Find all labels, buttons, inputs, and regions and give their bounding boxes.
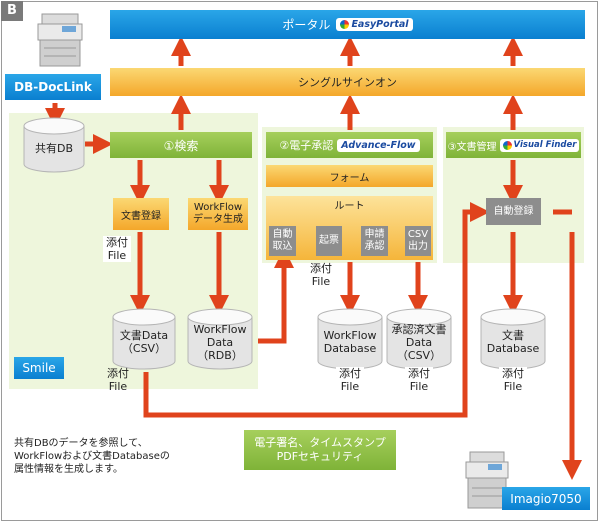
- auto-register-box: 自動登録: [486, 198, 541, 225]
- route-step-approve: 申請 承認: [361, 226, 388, 256]
- attach-file-label: 添付 File: [336, 367, 364, 393]
- attach-file-label: 添付 File: [310, 262, 332, 288]
- logo-icon: [340, 20, 350, 29]
- attach-file-label: 添付 File: [405, 367, 433, 393]
- doc-register-box: 文書登録: [113, 198, 169, 230]
- printer-icon: [465, 451, 509, 509]
- attach-file-label: 添付 File: [107, 367, 129, 393]
- advance-flow-logo: Advance-Flow: [337, 138, 420, 152]
- shared-db-label: 共有DB: [34, 141, 74, 155]
- smile-label: Smile: [14, 357, 64, 379]
- imagio-label: Imagio7050: [502, 487, 590, 510]
- docmgmt-bar: ③文書管理 Visual Finder: [446, 132, 581, 158]
- workflow-database: WorkFlow Database: [323, 329, 377, 355]
- easyportal-logo: EasyPortal: [336, 18, 413, 31]
- approval-bar: ②電子承認 Advance-Flow: [266, 132, 433, 158]
- approval-label: ②電子承認: [279, 139, 334, 152]
- form-bar: フォーム: [266, 165, 433, 187]
- approved-doc-csv-db: 承認済文書 Data（CSV）: [391, 322, 447, 362]
- db-doclink-box: DB-DocLink: [5, 74, 101, 100]
- attach-file-label: 添付 File: [103, 236, 131, 262]
- portal-logo-text: EasyPortal: [351, 19, 409, 30]
- approval-logo-text: Advance-Flow: [341, 139, 416, 151]
- docmgmt-logo-text: Visual Finder: [513, 139, 577, 150]
- route-step-csv-output: CSV 出力: [405, 226, 431, 256]
- route-label: ルート: [334, 201, 365, 212]
- security-box: 電子署名、タイムスタンプ PDFセキュリティ: [244, 430, 396, 470]
- printer-icon: [37, 13, 83, 67]
- workflow-gen-box: WorkFlow データ生成: [188, 198, 248, 230]
- doc-data-csv-db: 文書Data （CSV）: [119, 329, 169, 355]
- logo-icon: [502, 140, 512, 150]
- route-step-draft: 起票: [316, 226, 342, 256]
- note-text: 共有DBのデータを参照して、 WorkFlowおよび文書Databaseの 属性…: [14, 438, 170, 475]
- portal-label: ポータル: [282, 18, 331, 32]
- docmgmt-label: ③文書管理: [447, 141, 497, 153]
- portal-bar: ポータル EasyPortal: [110, 10, 585, 39]
- workflow-rdb-db: WorkFlow Data（RDB）: [193, 322, 247, 362]
- search-bar: ①検索: [110, 132, 252, 158]
- visual-finder-logo: Visual Finder: [499, 138, 580, 152]
- doc-database: 文書 Database: [486, 329, 540, 355]
- corner-label: B: [1, 1, 23, 21]
- sso-bar: シングルサインオン: [110, 68, 585, 96]
- route-step-auto-import: 自動 取込: [269, 226, 296, 256]
- attach-file-label: 添付 File: [499, 367, 527, 393]
